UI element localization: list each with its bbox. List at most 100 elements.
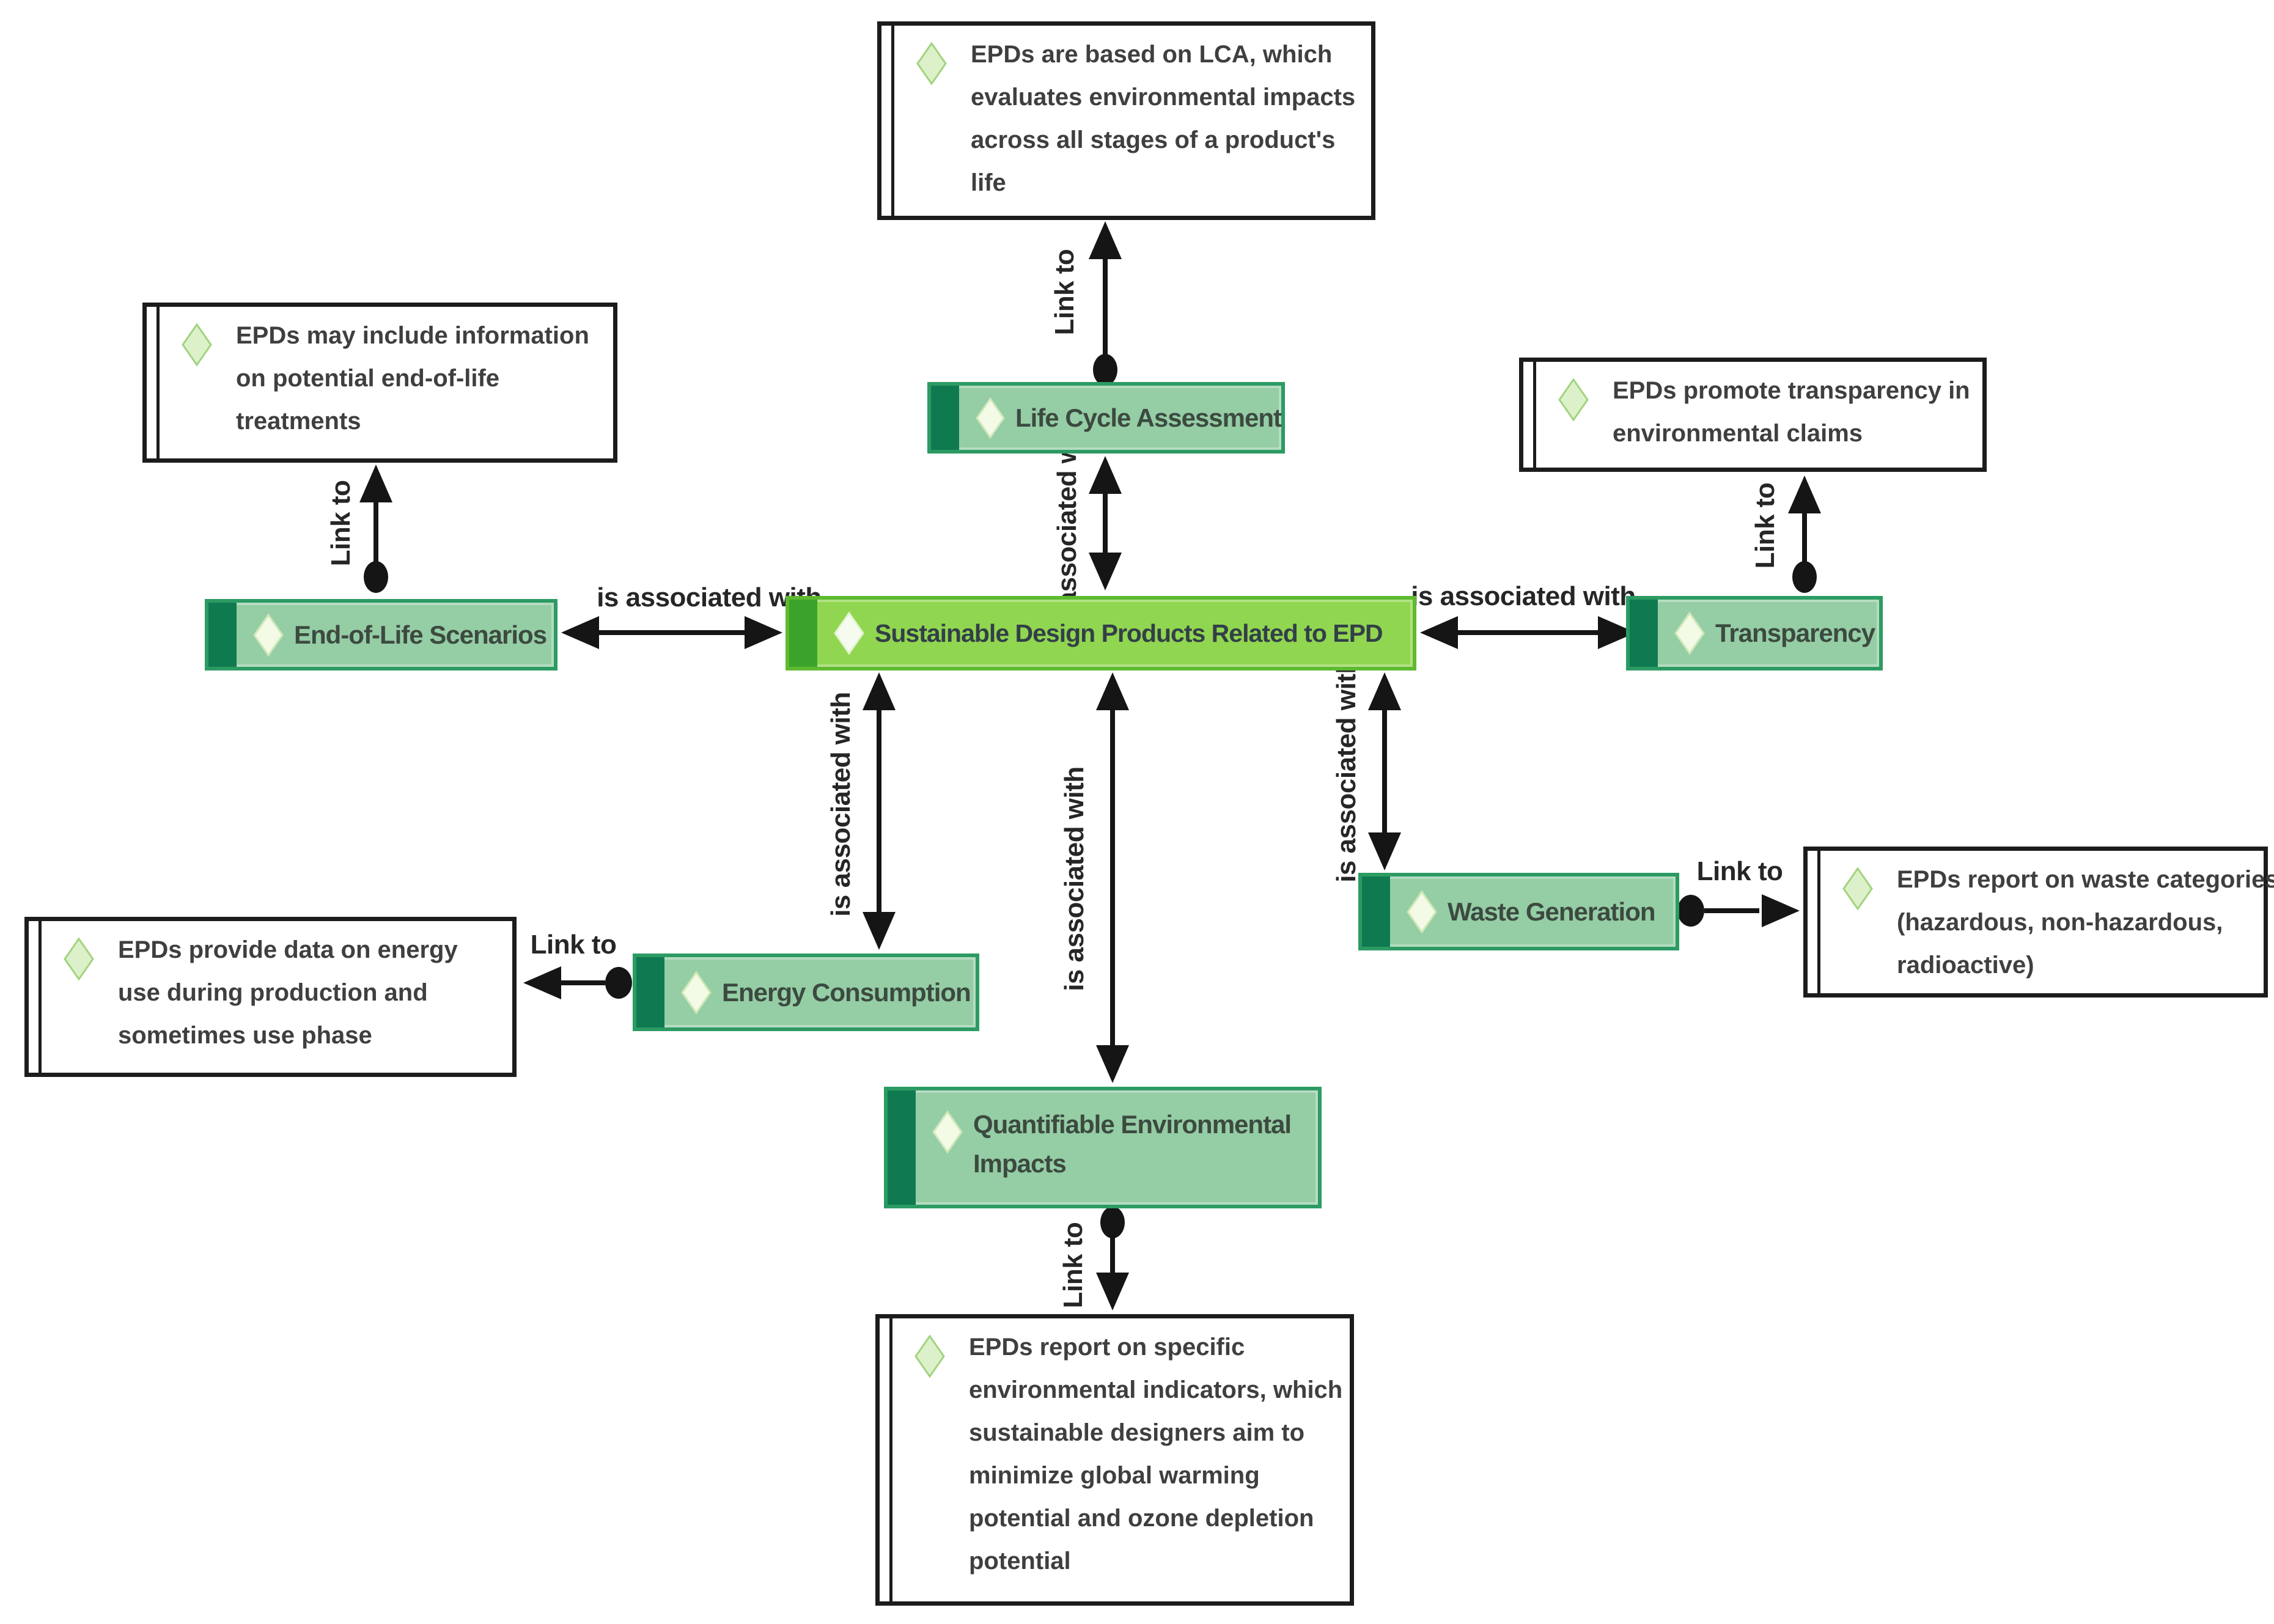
note-transparency[interactable]: EPDs promote transparency in environment… <box>1519 358 1987 472</box>
diamond-icon <box>1407 889 1437 934</box>
diamond-icon <box>253 612 284 657</box>
note-rail <box>889 1318 892 1601</box>
diamond-icon <box>1558 378 1589 422</box>
node-accent-stripe <box>208 603 237 667</box>
diamond-icon <box>916 42 947 86</box>
arrowhead-down <box>1096 1045 1129 1083</box>
edge-label-is-associated-with: is associated with <box>1059 766 1089 991</box>
diamond-icon <box>976 397 1005 439</box>
arrowhead-up <box>1096 672 1129 710</box>
edge-dot <box>1792 561 1817 593</box>
arrowhead-up <box>1089 221 1122 259</box>
edge-label-is-associated-with: is associated with <box>1331 658 1361 883</box>
edge-label-link-to: Link to <box>1050 249 1080 336</box>
node-accent-stripe <box>931 386 959 450</box>
node-transparency[interactable]: Transparency <box>1626 596 1883 671</box>
note-waste[interactable]: EPDs report on waste categories (hazardo… <box>1803 847 2274 998</box>
node-end-of-life-scenarios[interactable]: End-of-Life Scenarios <box>205 599 557 671</box>
edge-end-of-life-to-note[interactable] <box>359 465 392 593</box>
edge-label-link-to: Link to <box>1058 1222 1088 1309</box>
diamond-icon <box>1674 611 1705 655</box>
note-rail <box>1817 851 1820 993</box>
diamond-icon <box>1842 867 1873 911</box>
arrowhead-right <box>745 616 782 649</box>
edge-label-link-to: Link to <box>326 480 356 567</box>
arrowhead-right <box>1598 616 1636 649</box>
node-life-cycle-assessment[interactable]: Life Cycle Assessment <box>927 382 1285 454</box>
edge-dot <box>364 561 388 593</box>
diamond-icon <box>914 1334 945 1378</box>
edge-center-to-energy[interactable] <box>863 672 896 950</box>
node-label: Energy Consumption <box>722 977 971 1007</box>
arrowhead-up <box>1788 476 1821 513</box>
edge-label-is-associated-with: is associated with <box>826 692 856 917</box>
diamond-icon <box>182 323 212 367</box>
edge-transparency-to-note[interactable] <box>1788 476 1821 593</box>
diamond-icon <box>681 970 712 1015</box>
edge-lca-to-note[interactable] <box>1089 221 1122 386</box>
arrowhead-right <box>1762 894 1800 927</box>
edge-label-is-associated-with: is associated with <box>1411 581 1636 611</box>
node-accent-stripe <box>636 957 664 1027</box>
note-text: EPDs report on specific environmental in… <box>969 1334 1343 1574</box>
node-label: Quantifiable Environmental Impacts <box>973 1110 1292 1178</box>
edge-label-link-to: Link to <box>1750 482 1780 569</box>
node-accent-stripe <box>1362 876 1390 947</box>
diamond-icon <box>932 1110 963 1154</box>
edge-center-to-transparency[interactable] <box>1420 616 1636 649</box>
edge-waste-to-note[interactable] <box>1677 894 1800 927</box>
note-rail <box>1533 362 1536 468</box>
arrowhead-up <box>863 672 896 710</box>
note-text: EPDs are based on LCA, which evaluates e… <box>971 41 1356 196</box>
node-label: Waste Generation <box>1448 897 1656 926</box>
diamond-icon <box>64 937 94 981</box>
arrowhead-left <box>523 966 561 999</box>
note-rail <box>156 307 160 458</box>
edge-center-to-waste[interactable] <box>1368 672 1401 870</box>
edge-center-to-impacts[interactable] <box>1096 672 1129 1083</box>
node-waste-generation[interactable]: Waste Generation <box>1358 873 1679 950</box>
node-label: End-of-Life Scenarios <box>294 620 547 649</box>
note-text: EPDs report on waste categories (hazardo… <box>1897 866 2274 979</box>
node-sustainable-design-products[interactable]: Sustainable Design Products Related to E… <box>786 596 1416 671</box>
arrowhead-left <box>561 616 599 649</box>
note-impacts[interactable]: EPDs report on specific environmental in… <box>875 1314 1354 1606</box>
note-energy[interactable]: EPDs provide data on energy use during p… <box>24 917 517 1077</box>
edge-label-link-to: Link to <box>530 930 617 960</box>
edge-center-to-lca[interactable] <box>1089 456 1122 590</box>
note-rail <box>891 26 894 216</box>
arrowhead-down <box>863 912 896 950</box>
note-text: EPDs promote transparency in environment… <box>1613 377 1970 447</box>
node-accent-stripe <box>1630 600 1658 667</box>
note-lca[interactable]: EPDs are based on LCA, which evaluates e… <box>877 21 1375 220</box>
edge-dot <box>1100 1207 1125 1238</box>
diamond-icon <box>834 611 864 655</box>
arrowhead-up <box>1089 456 1122 494</box>
arrowhead-down <box>1096 1273 1129 1310</box>
arrowhead-down <box>1089 553 1122 590</box>
edge-dot <box>605 967 632 999</box>
edge-energy-to-note[interactable] <box>523 966 632 999</box>
node-accent-stripe <box>789 600 817 667</box>
edge-dot <box>1677 895 1704 927</box>
node-energy-consumption[interactable]: Energy Consumption <box>633 953 979 1031</box>
note-text: EPDs provide data on energy use during p… <box>118 936 458 1049</box>
arrowhead-left <box>1420 616 1458 649</box>
edge-label-link-to: Link to <box>1696 856 1783 886</box>
note-text: EPDs may include information on potentia… <box>236 322 589 435</box>
node-label: Transparency <box>1715 619 1875 647</box>
arrowhead-up <box>359 465 392 502</box>
node-label: Sustainable Design Products Related to E… <box>875 619 1383 647</box>
node-quantifiable-environmental-impacts[interactable]: Quantifiable Environmental Impacts <box>884 1087 1322 1208</box>
arrowhead-up <box>1368 672 1401 710</box>
note-rail <box>39 921 42 1073</box>
arrowhead-down <box>1368 832 1401 870</box>
node-label: Life Cycle Assessment <box>1015 403 1282 432</box>
edge-label-is-associated-with: is associated with <box>597 582 822 612</box>
edge-impacts-to-note[interactable] <box>1096 1207 1129 1310</box>
node-accent-stripe <box>888 1090 916 1205</box>
note-end-of-life[interactable]: EPDs may include information on potentia… <box>142 303 617 463</box>
edge-center-to-end-of-life[interactable] <box>561 616 782 649</box>
